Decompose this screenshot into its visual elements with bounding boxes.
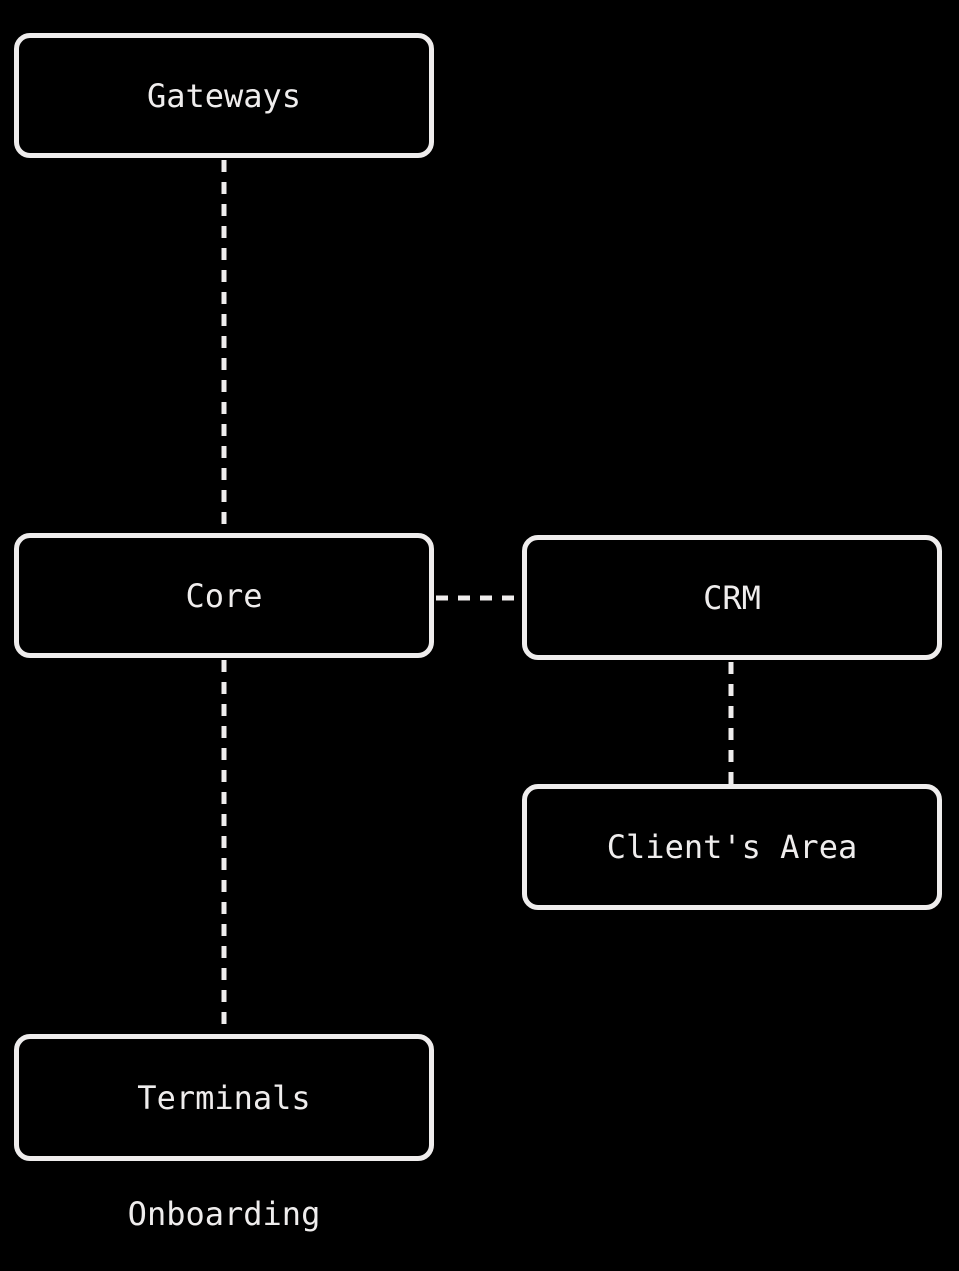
node-clients-area: Client's Area — [522, 784, 942, 910]
node-core: Core — [14, 533, 434, 658]
node-terminals-label: Terminals — [137, 1078, 311, 1117]
node-crm-label: CRM — [703, 578, 761, 617]
node-gateways: Gateways — [14, 33, 434, 158]
node-core-label: Core — [185, 576, 263, 615]
node-terminals: Terminals — [14, 1034, 434, 1161]
node-gateways-label: Gateways — [146, 76, 302, 115]
node-onboarding-label: Onboarding — [127, 1195, 321, 1233]
node-clients-area-label: Client's Area — [606, 828, 858, 866]
node-crm: CRM — [522, 535, 942, 660]
